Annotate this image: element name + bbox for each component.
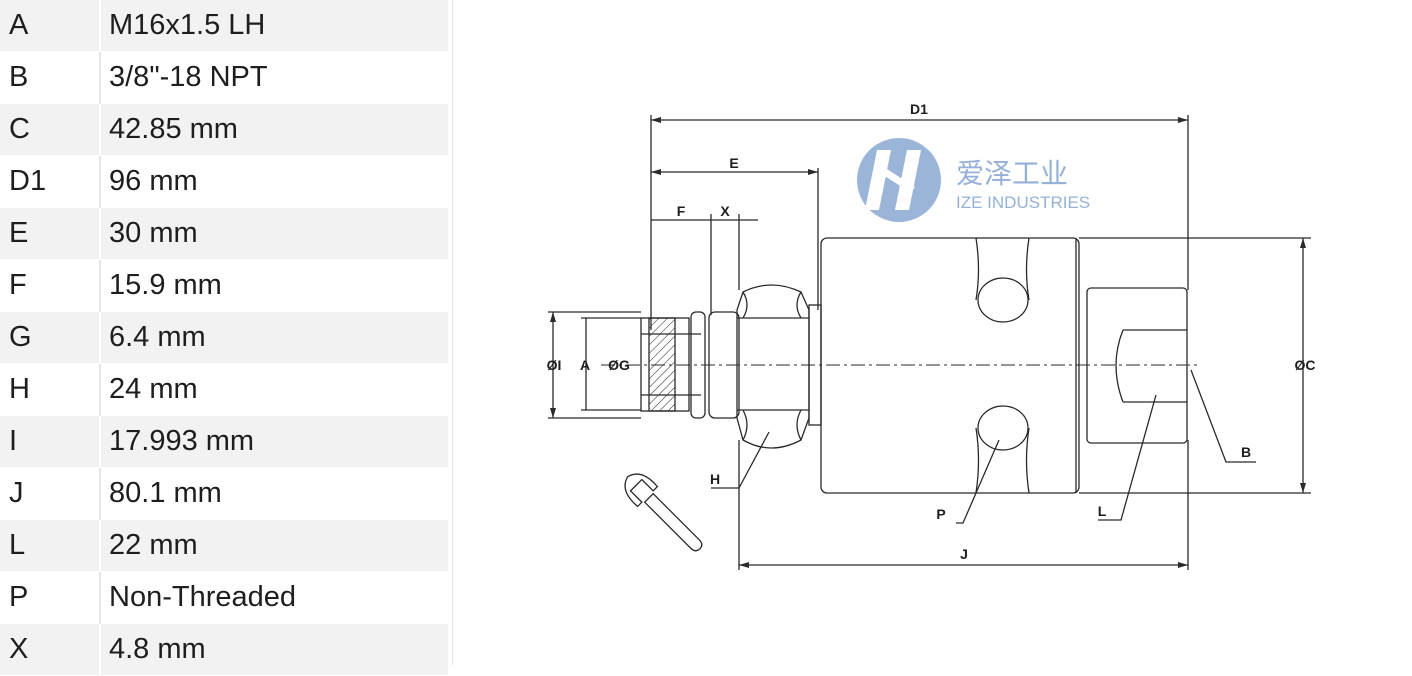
label-dia-c: ØC (1295, 357, 1316, 373)
label-dia-i: ØI (547, 357, 562, 373)
spec-value: 15.9 mm (100, 259, 448, 312)
dimension-labels: D1 E F X ØI A ØG ØC H P L B J (547, 101, 1316, 562)
arrowheads (550, 117, 1306, 568)
spec-key: H (0, 363, 101, 416)
spec-key: X (0, 623, 101, 676)
label-e: E (729, 155, 738, 171)
leader-lines (711, 369, 1256, 524)
label-b: B (1241, 444, 1251, 460)
label-p: P (936, 506, 945, 522)
dimension-c (1079, 237, 1311, 494)
spec-value: M16x1.5 LH (100, 0, 448, 52)
label-dia-g: ØG (608, 357, 630, 373)
dimension-d1 (650, 115, 1189, 330)
spec-value: 22 mm (100, 519, 448, 572)
spec-key: P (0, 571, 101, 624)
spec-value: 6.4 mm (100, 311, 448, 364)
label-f: F (677, 203, 686, 219)
spec-value: 24 mm (100, 363, 448, 416)
spec-value: 80.1 mm (100, 467, 448, 520)
spec-value: 4.8 mm (100, 623, 448, 676)
spec-value: 17.993 mm (100, 415, 448, 468)
label-l: L (1098, 503, 1107, 519)
spec-key: J (0, 467, 101, 520)
dimension-drawing-panel: D1 E F X ØI A ØG ØC H P L B J 爱泽工业 IZE I… (452, 0, 1412, 665)
watermark-en: IZE INDUSTRIES (956, 193, 1090, 212)
spec-key: G (0, 311, 101, 364)
spec-key: I (0, 415, 101, 468)
drawing-lines (548, 115, 1311, 570)
wrench-icon (624, 473, 703, 552)
spec-value: 42.85 mm (100, 103, 448, 156)
watermark-cn: 爱泽工业 (956, 158, 1068, 189)
spec-value: 30 mm (100, 207, 448, 260)
spec-value: 3/8"-18 NPT (100, 51, 448, 104)
label-j: J (960, 546, 968, 562)
spec-key: D1 (0, 155, 101, 208)
spec-key: A (0, 0, 101, 52)
spec-key: F (0, 259, 101, 312)
rotary-union-drawing: D1 E F X ØI A ØG ØC H P L B J 爱泽工业 IZE I… (547, 101, 1316, 570)
label-d1: D1 (910, 101, 928, 117)
spec-key: B (0, 51, 101, 104)
label-h: H (710, 471, 720, 487)
spec-key: C (0, 103, 101, 156)
spec-value: Non-Threaded (100, 571, 448, 624)
dimension-i-a (548, 311, 641, 419)
dimension-f-x (651, 214, 758, 315)
ize-logo-icon (857, 138, 941, 222)
label-x: X (720, 203, 730, 219)
hex-nut (736, 284, 810, 449)
dimension-j (738, 440, 1189, 570)
spec-key: E (0, 207, 101, 260)
spec-key: L (0, 519, 101, 572)
spec-value: 96 mm (100, 155, 448, 208)
dimension-e (651, 168, 819, 310)
label-a: A (580, 357, 590, 373)
